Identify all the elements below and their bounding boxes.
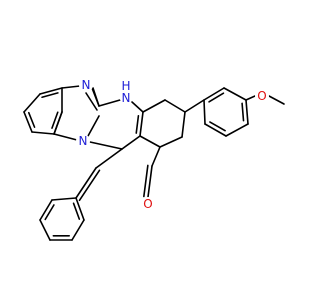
bond-c12-vinyl bbox=[95, 148, 123, 169]
bond-ph-2-inner bbox=[44, 204, 55, 221]
bond-aryl-1-inner bbox=[208, 92, 225, 103]
bond-vinyl-double-second bbox=[78, 169, 101, 202]
bond-c2-nh bbox=[98, 99, 121, 107]
bond-aryl-link bbox=[184, 99, 205, 113]
atom-o-ether-label: O bbox=[257, 89, 266, 103]
bond-imine-double bbox=[85, 92, 98, 111]
bond-aryl-3 bbox=[245, 99, 249, 125]
bond-benz-1 bbox=[39, 87, 63, 95]
atom-o-ketone-label: O bbox=[143, 197, 152, 211]
bond-c-nimine bbox=[61, 85, 81, 89]
bond-nh-c bbox=[131, 101, 144, 113]
bond-benz-5-inner bbox=[51, 111, 59, 129]
atom-nh-label: N bbox=[122, 91, 131, 105]
atom-n-imine-label: N bbox=[82, 78, 91, 92]
bond-aryl-3-inner bbox=[241, 102, 245, 122]
atom-n-ring-label: N bbox=[79, 134, 88, 148]
bond-vinyl-double bbox=[75, 167, 97, 199]
atom-o-ketone: O bbox=[141, 197, 155, 211]
molecule-diagram: N N H N O O bbox=[23, 78, 285, 241]
bond-aryl-6 bbox=[203, 99, 206, 125]
bond-carbonyl-second bbox=[143, 164, 149, 198]
bonds bbox=[23, 85, 285, 241]
bond-benz-3-inner bbox=[27, 111, 36, 128]
bond-cyc-4 bbox=[159, 136, 183, 148]
bond-nring-c2 bbox=[87, 115, 100, 137]
bond-ph-6-inner bbox=[72, 202, 81, 220]
structure-svg: N N H N O O bbox=[23, 78, 285, 241]
bond-imine-extra bbox=[92, 87, 100, 107]
bond-cyc-2 bbox=[164, 99, 186, 113]
bond-ph-3 bbox=[39, 219, 51, 241]
bond-benz-4 bbox=[31, 131, 55, 135]
bond-aryl-4 bbox=[225, 123, 249, 137]
atom-nh: N H bbox=[119, 79, 133, 105]
atom-labels: N N H N O O bbox=[76, 78, 269, 211]
bond-carbonyl bbox=[147, 165, 153, 198]
bond-ph-6 bbox=[75, 197, 85, 221]
bond-aryl-5 bbox=[204, 123, 227, 137]
atom-n-imine: N bbox=[79, 78, 93, 92]
bond-cyc-carbon bbox=[151, 146, 161, 167]
bond-fused bbox=[53, 111, 63, 135]
atom-o-ether: O bbox=[255, 89, 269, 103]
atom-nh-h-label: H bbox=[121, 79, 130, 93]
bond-ring-enamine bbox=[139, 111, 144, 137]
bond-aryl-5-inner bbox=[209, 121, 226, 132]
bond-ph-2 bbox=[39, 199, 53, 221]
bond-aryl-1 bbox=[203, 87, 225, 101]
bond-benz-2 bbox=[23, 93, 41, 113]
bond-ph-1 bbox=[51, 197, 77, 201]
bond-o-methyl bbox=[268, 95, 285, 105]
bond-c-nring bbox=[53, 133, 78, 141]
bond-cyc-3 bbox=[181, 111, 186, 138]
bond-ph-5 bbox=[71, 219, 85, 241]
bond-benz-1-inner bbox=[41, 92, 59, 99]
bond-ring-enamine-inner bbox=[135, 115, 140, 134]
bond-c12-nring bbox=[89, 141, 123, 150]
bond-benz-3 bbox=[23, 111, 33, 133]
atom-n-ring: N bbox=[76, 134, 90, 148]
bond-c-c12 bbox=[121, 135, 141, 150]
bond-cyc-1 bbox=[142, 99, 166, 113]
bond-aryl-o bbox=[245, 95, 256, 101]
bond-cyc-5 bbox=[139, 135, 161, 148]
bond-aryl-2 bbox=[223, 87, 247, 101]
